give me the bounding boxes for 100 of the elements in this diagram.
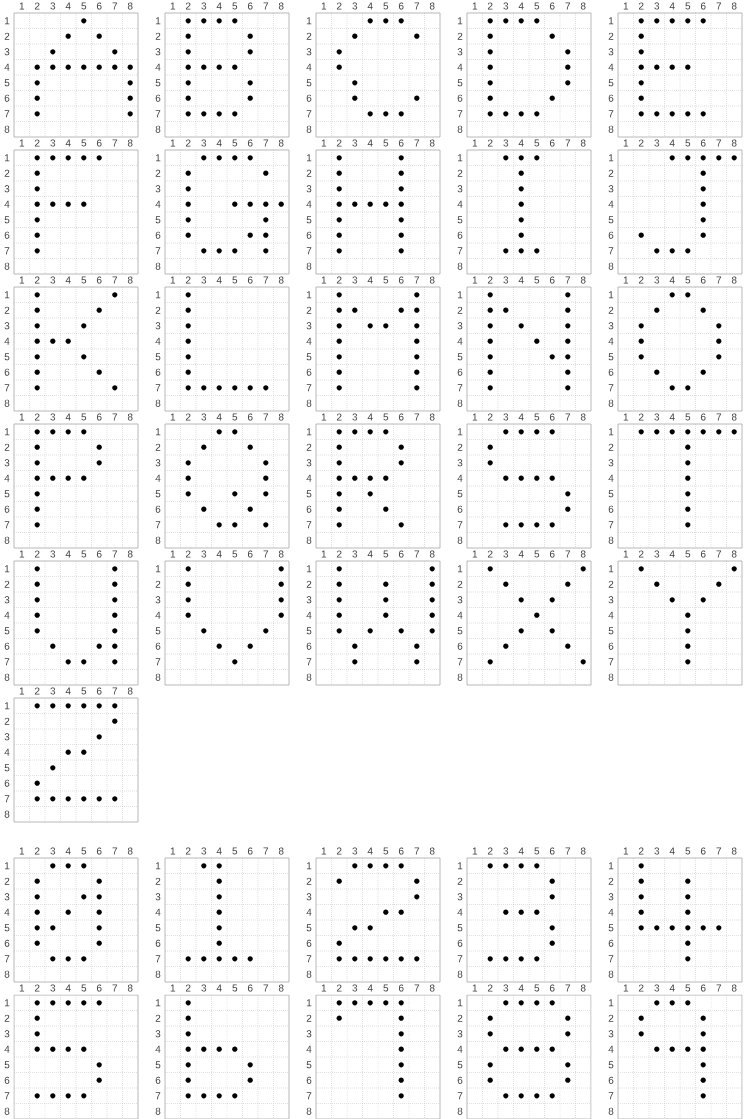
grid-number: 7 <box>263 2 269 10</box>
grid-number: 3 <box>155 322 161 330</box>
grid-number: 1 <box>170 984 176 992</box>
grid-number: 5 <box>383 847 389 855</box>
grid-number: 7 <box>112 687 118 695</box>
grid-number: 2 <box>4 169 10 177</box>
grid-number: 6 <box>96 413 102 421</box>
grid-number: 6 <box>96 550 102 558</box>
grid-number: 7 <box>263 984 269 992</box>
grid-number: 4 <box>457 63 463 71</box>
grid-number: 6 <box>306 231 312 239</box>
grid-number: 6 <box>457 642 463 650</box>
grid-number: 1 <box>321 2 327 10</box>
grid-number: 8 <box>608 970 614 978</box>
grid-number: 1 <box>321 847 327 855</box>
grid-number: 6 <box>155 505 161 513</box>
grid-number: 8 <box>306 536 312 544</box>
grid-number: 6 <box>306 939 312 947</box>
grid-number: 5 <box>4 1061 10 1069</box>
grid-number: 8 <box>580 2 586 10</box>
grid-number: 4 <box>306 611 312 619</box>
grid-number: 5 <box>534 847 540 855</box>
grid-number: 3 <box>4 459 10 467</box>
grid-number: 5 <box>608 627 614 635</box>
grid-number: 2 <box>4 877 10 885</box>
grid-number: 1 <box>4 291 10 299</box>
grid-number: 6 <box>4 939 10 947</box>
grid-number: 3 <box>50 139 56 147</box>
grid-number: 4 <box>65 550 71 558</box>
grid-number: 5 <box>81 139 87 147</box>
grid-number: 6 <box>306 505 312 513</box>
grid-number: 6 <box>700 139 706 147</box>
grid-number: 3 <box>608 1030 614 1038</box>
grid-number: 2 <box>336 2 342 10</box>
grid-number: 3 <box>608 322 614 330</box>
grid-number: 6 <box>247 984 253 992</box>
grid-number: 7 <box>457 955 463 963</box>
grid-number: 4 <box>669 139 675 147</box>
grid-number: 7 <box>414 276 420 284</box>
grid-number: 6 <box>96 984 102 992</box>
grid-number: 1 <box>170 413 176 421</box>
grid-number: 6 <box>247 139 253 147</box>
grid-number: 6 <box>608 505 614 513</box>
grid-number: 5 <box>232 276 238 284</box>
grid-number: 4 <box>155 474 161 482</box>
grid-number: 6 <box>700 847 706 855</box>
grid-number: 5 <box>383 139 389 147</box>
grid-number: 6 <box>4 231 10 239</box>
grid-number: 6 <box>306 1076 312 1084</box>
grid-number: 7 <box>716 847 722 855</box>
grid-number: 1 <box>472 2 478 10</box>
grid-number: 6 <box>457 939 463 947</box>
grid-number: 5 <box>685 847 691 855</box>
grid-number: 1 <box>609 154 614 162</box>
grid-number: 7 <box>608 1092 614 1100</box>
grid-number: 1 <box>623 550 629 558</box>
grid-number: 1 <box>623 139 629 147</box>
grid-number: 3 <box>503 847 509 855</box>
grid-number: 8 <box>4 536 10 544</box>
grid-number: 3 <box>352 2 358 10</box>
grid-number: 1 <box>170 847 176 855</box>
grid-number: 2 <box>155 32 161 40</box>
grid-number: 3 <box>352 550 358 558</box>
grid-number: 2 <box>4 580 10 588</box>
grid-number: 8 <box>580 984 586 992</box>
grid-number: 5 <box>306 353 312 361</box>
grid-number: 1 <box>19 847 25 855</box>
grid-number: 4 <box>518 984 524 992</box>
grid-number: 8 <box>155 262 161 270</box>
grid-number: 2 <box>457 443 463 451</box>
grid-number: 8 <box>429 276 435 284</box>
grid-number: 1 <box>609 291 614 299</box>
grid-number: 7 <box>716 550 722 558</box>
grid-number: 1 <box>170 276 176 284</box>
grid-number: 6 <box>4 642 10 650</box>
grid-number: 2 <box>306 580 312 588</box>
grid-number: 5 <box>457 79 463 87</box>
grid-number: 4 <box>155 200 161 208</box>
grid-number: 3 <box>608 893 614 901</box>
grid-number: 6 <box>398 2 404 10</box>
grid-number: 4 <box>4 748 10 756</box>
grid-number: 7 <box>608 247 614 255</box>
grid-number: 7 <box>112 984 118 992</box>
grid-number: 6 <box>608 642 614 650</box>
grid-number: 5 <box>685 984 691 992</box>
grid-number: 5 <box>4 79 10 87</box>
grid-number: 5 <box>685 139 691 147</box>
grid-number: 6 <box>608 94 614 102</box>
grid-number: 1 <box>306 565 312 573</box>
grid-number: 1 <box>458 565 463 573</box>
grid-number: 8 <box>306 399 312 407</box>
grid-number: 3 <box>352 413 358 421</box>
grid-number: 3 <box>457 322 463 330</box>
grid-number: 2 <box>608 877 614 885</box>
grid-number: 2 <box>34 413 40 421</box>
grid-number: 3 <box>155 596 161 604</box>
grid-number: 5 <box>155 1061 161 1069</box>
grid-number: 1 <box>306 17 312 25</box>
grid-number: 2 <box>306 443 312 451</box>
grid-number: 8 <box>4 970 10 978</box>
